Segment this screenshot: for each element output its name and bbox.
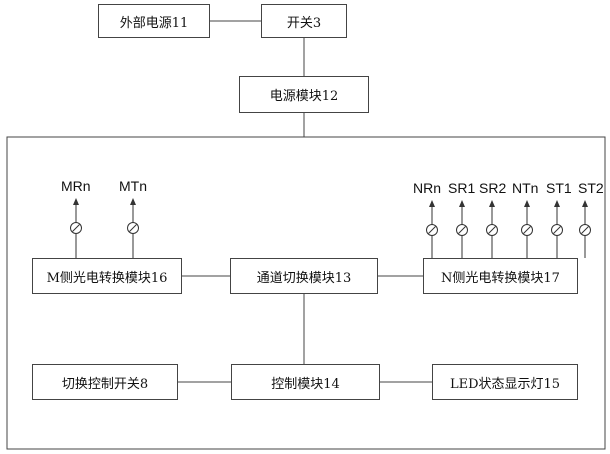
external-power-label: 外部电源11 [119,15,189,31]
fiber-ntn-connector [521,200,533,258]
fiber-sr1-connector [456,200,468,258]
signal-label-st1: ST1 [546,180,572,196]
switch-label: 开关3 [286,15,322,31]
led-indicator-box: LED状态显示灯15 [432,364,578,400]
n-side-converter-label: N侧光电转换模块17 [441,270,560,286]
switch-box: 开关3 [261,4,347,38]
enclosure-frame [6,136,606,450]
signal-label-st2: ST2 [578,180,604,196]
led-indicator-label: LED状态显示灯15 [449,376,561,392]
power-module-box: 电源模块12 [239,76,369,113]
fiber-connectors [70,198,591,258]
fiber-sr2-connector [486,200,498,258]
channel-switch-box: 通道切换模块13 [230,258,378,294]
signal-label-sr1: SR1 [448,180,476,196]
n-side-converter-box: N侧光电转换模块17 [423,258,578,294]
fiber-mrn-connector [70,198,82,258]
fiber-st1-connector [551,200,563,258]
fiber-nrn-connector [426,200,438,258]
control-module-box: 控制模块14 [231,364,380,400]
m-side-converter-box: M侧光电转换模块16 [32,258,182,294]
m-side-converter-label: M侧光电转换模块16 [46,270,168,286]
fiber-st2-connector [579,200,591,258]
fiber-mtn-connector [127,198,139,258]
power-module-label: 电源模块12 [269,89,339,104]
switch-control-label: 切换控制开关8 [61,376,149,392]
signal-label-mtn: MTn [119,178,147,194]
channel-switch-label: 通道切换模块13 [256,270,352,286]
switch-control-box: 切换控制开关8 [32,364,178,400]
signal-label-sr2: SR2 [479,180,507,196]
signal-label-nrn: NRn [413,180,442,196]
signal-label-ntn: NTn [512,180,539,196]
external-power-box: 外部电源11 [98,4,210,38]
control-module-label: 控制模块14 [271,376,340,392]
signal-label-mrn: MRn [61,178,91,194]
